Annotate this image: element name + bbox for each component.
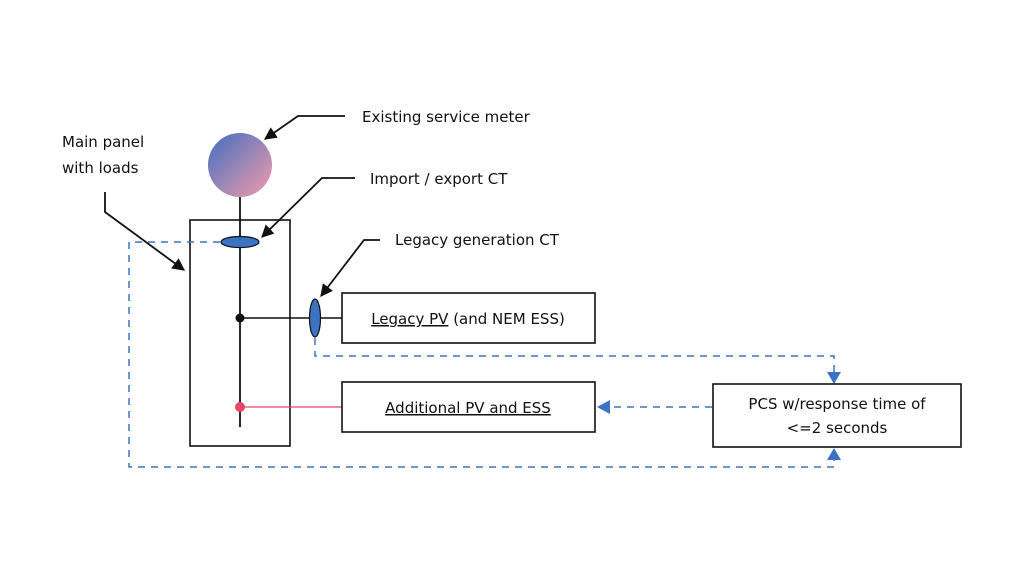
additional-pv-label: Additional PV and ESS — [385, 399, 551, 417]
main-panel-label-line1: Main panel — [62, 133, 144, 151]
legacy-pv-suffix: (and NEM ESS) — [448, 310, 564, 328]
legacy-pv-box — [341, 292, 596, 344]
legacy-junction-dot — [235, 313, 245, 323]
pcs-top-arrow-icon — [827, 372, 841, 384]
service-meter-callout-arrow — [263, 115, 345, 140]
import-export-ct-icon — [220, 235, 260, 249]
additional-junction-dot — [235, 402, 245, 412]
import-ct-signal-line — [128, 241, 835, 468]
legacy-ct-callout-arrow — [320, 239, 380, 297]
legacy-generation-ct-label: Legacy generation CT — [395, 231, 560, 249]
pcs-box — [712, 383, 962, 448]
import-export-ct-label: Import / export CT — [370, 170, 508, 188]
legacy-ct-signal-line — [314, 338, 835, 372]
import-ct-callout-arrow — [261, 177, 355, 238]
main-panel-callout-arrow — [104, 192, 186, 271]
additional-pv-box — [341, 381, 596, 433]
legacy-pv-label: Legacy PV (and NEM ESS) — [371, 310, 565, 328]
service-meter-icon — [208, 133, 272, 197]
main-panel-label-line2: with loads — [62, 159, 139, 177]
legacy-pv-link: Legacy PV — [371, 310, 449, 328]
legacy-generation-ct-icon — [308, 298, 322, 338]
pcs-label-line1: PCS w/response time of — [748, 395, 926, 413]
service-meter-label: Existing service meter — [362, 108, 531, 126]
additional-pv-arrow-icon — [597, 400, 610, 414]
pcs-label-line2: <=2 seconds — [787, 419, 888, 437]
pcs-bottom-arrow-icon — [827, 448, 841, 460]
